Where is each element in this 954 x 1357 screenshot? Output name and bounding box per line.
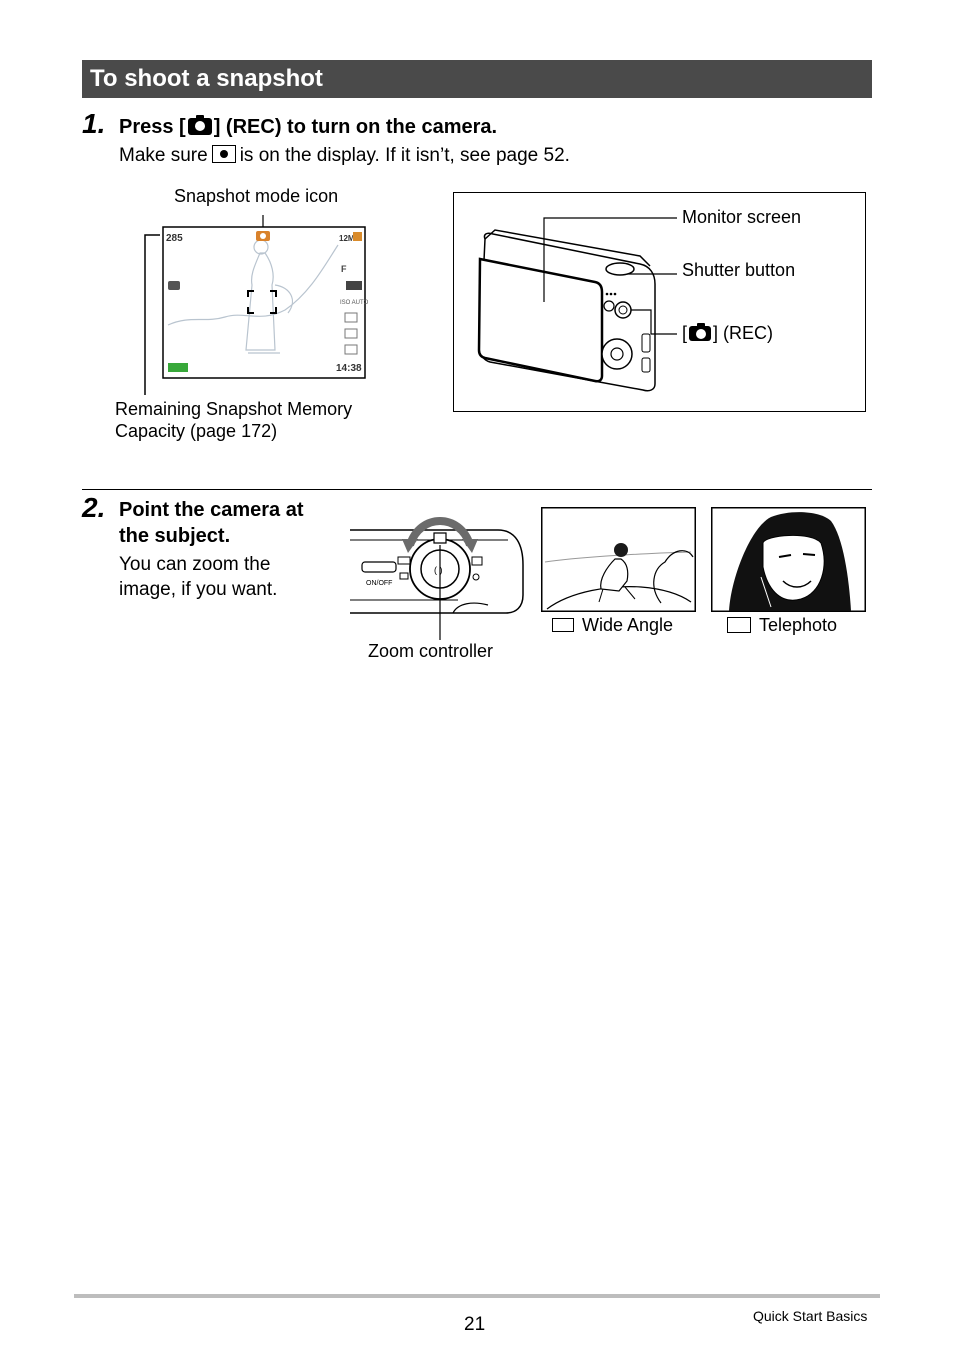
power-button	[361, 561, 397, 573]
step-2-title-line1: Point the camera at	[119, 499, 304, 521]
section-title: To shoot a snapshot	[90, 65, 323, 92]
wide-angle-photo	[541, 507, 696, 612]
remaining-capacity-callout	[144, 234, 160, 395]
zoom-controller-illustration: ON/OFF ( )	[350, 517, 524, 640]
stabilizer-indicator	[168, 281, 180, 290]
step-2-body-line2: image, if you want.	[119, 579, 278, 600]
snapshot-mode-icon-label: Snapshot mode icon	[174, 186, 339, 206]
shutter-button-label: Shutter button	[682, 260, 796, 280]
step-1-body: Make sure is on the display. If it isn’t,…	[119, 145, 570, 167]
camera-back-illustration	[477, 217, 677, 392]
section-header: To shoot a snapshot	[82, 60, 872, 98]
step-divider	[82, 489, 872, 490]
telephoto-label: Telephoto	[727, 615, 837, 636]
footer-section-name: Quick Start Basics	[753, 1308, 868, 1324]
remaining-capacity-label-line1: Remaining Snapshot Memory	[115, 399, 353, 419]
scene-sketch	[167, 239, 339, 354]
step-2-title-line2: the subject.	[119, 525, 231, 547]
monitor-screen	[477, 257, 604, 383]
step-1-body-prefix: Make sure	[119, 145, 208, 166]
step-2-number: 2.	[82, 492, 106, 523]
snapshot-mode-icon	[211, 145, 236, 163]
zoom-controller-label: Zoom controller	[368, 641, 494, 661]
camera-icon	[187, 115, 212, 135]
time-indicator: 14:38	[336, 363, 362, 374]
step-1-title-prefix: Press [	[119, 116, 186, 138]
telephoto-text: Telephoto	[759, 615, 838, 635]
wide-angle-text: Wide Angle	[582, 615, 674, 635]
focus-frame	[247, 290, 277, 314]
rotation-arrow	[406, 517, 474, 547]
image-size-indicator: 12M	[339, 234, 355, 243]
wide-angle-label: Wide Angle	[552, 615, 673, 636]
step-1-title-suffix: ] (REC) to turn on the camera.	[213, 116, 498, 138]
rec-button	[614, 301, 632, 319]
rec-label-prefix: [	[682, 323, 688, 343]
rec-button-callout	[631, 309, 677, 335]
iso-indicator: ISO AUTO	[340, 300, 369, 306]
camera-back-figure	[453, 192, 866, 412]
camera-icon	[689, 323, 712, 341]
display-frame	[162, 226, 366, 379]
quality-indicator: F	[341, 264, 347, 274]
shot-count: 285	[166, 233, 183, 244]
telephoto-photo	[711, 507, 866, 612]
page-number: 21	[464, 1314, 486, 1335]
step-2-body-line1: You can zoom the	[119, 554, 271, 575]
monitor-screen-callout	[543, 217, 677, 302]
svg-text:( ): ( )	[434, 565, 443, 575]
rec-label-suffix: ] (REC)	[713, 323, 774, 343]
monitor-screen-label: Monitor screen	[682, 207, 802, 227]
rec-button-label: [ ] (REC)	[682, 323, 773, 344]
step-1-body-suffix: is on the display. If it isn’t, see page…	[239, 145, 570, 166]
telephoto-icon	[727, 617, 751, 633]
shutter-button	[605, 262, 635, 276]
step-1-number: 1.	[82, 108, 106, 139]
footer-rule	[74, 1294, 880, 1298]
step-1-title: Press [ ] (REC) to turn on the camera.	[119, 115, 498, 139]
monitor-display-illustration: 285 12M F ISO AUTO 14:38	[144, 215, 369, 395]
on-off-text: ON/OFF	[366, 580, 392, 587]
battery-indicator	[168, 363, 188, 372]
wide-angle-icon	[552, 618, 574, 632]
remaining-capacity-label-line2: Capacity (page 172)	[115, 421, 278, 441]
